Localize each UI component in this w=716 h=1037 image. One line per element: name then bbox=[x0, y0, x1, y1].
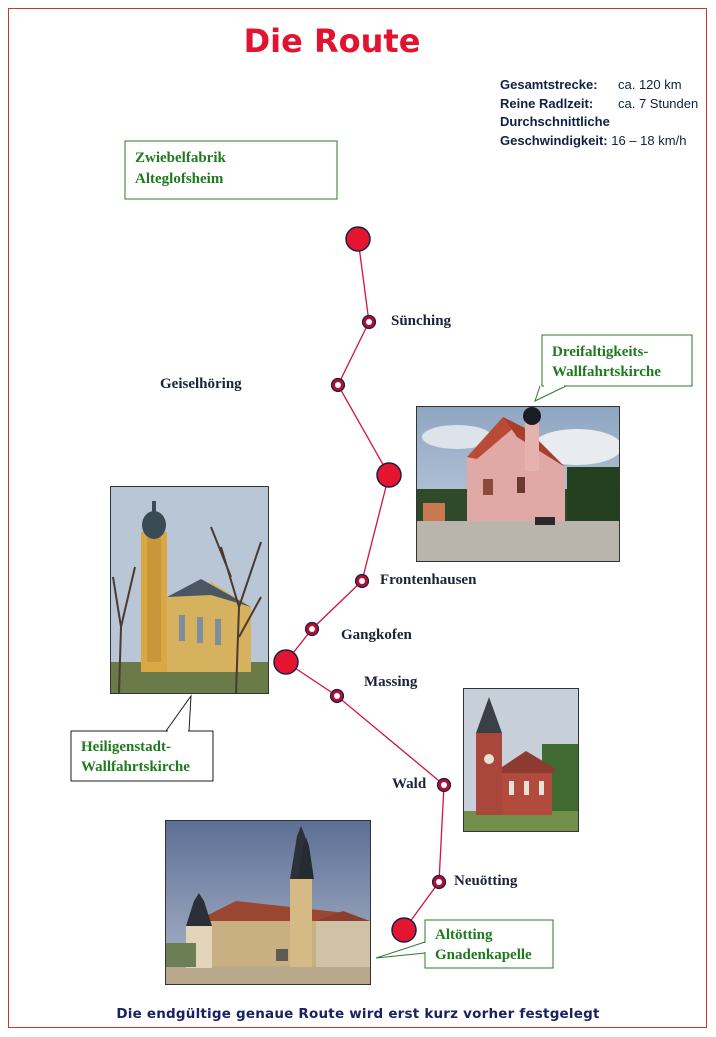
stat-avg-speed: Geschwindigkeit: 16 – 18 km/h bbox=[500, 132, 698, 151]
photo-wald-church bbox=[463, 688, 579, 832]
stat-total-label: Gesamtstrecke: bbox=[500, 77, 598, 92]
stop-altoetting-marker bbox=[391, 917, 417, 943]
callout-heiligenstadt: Heiligenstadt- Wallfahrtskirche bbox=[70, 694, 214, 782]
callout-dreifaltigkeit: Dreifaltigkeits- Wallfahrtskirche bbox=[534, 334, 693, 402]
stat-ride-label: Reine Radlzeit: bbox=[500, 95, 594, 111]
town-stop-marker bbox=[431, 874, 447, 890]
callout-altoetting-line2: Gnadenkapelle bbox=[435, 947, 532, 963]
callout-altoetting: Altötting Gnadenkapelle bbox=[375, 919, 554, 969]
stat-total-value: ca. 120 km bbox=[618, 77, 682, 92]
town-stop-marker bbox=[330, 377, 346, 393]
town-stop-marker bbox=[436, 777, 452, 793]
town-label-neuoetting: Neuötting bbox=[454, 873, 518, 889]
stop-heiligenstadt-marker bbox=[273, 649, 299, 675]
town-label-suenching: Sünching bbox=[391, 313, 452, 329]
stat-avg-label-1: Durchschnittliche bbox=[500, 114, 610, 129]
callout-start: Zwiebelfabrik Alteglofsheim bbox=[124, 140, 338, 200]
stop-dreifaltigkeit-marker bbox=[376, 462, 402, 488]
stat-total-distance: Gesamtstrecke: ca. 120 km bbox=[500, 76, 698, 95]
photo-dreifaltigkeit-church bbox=[416, 406, 620, 562]
callout-dreifaltigkeit-line2: Wallfahrtskirche bbox=[552, 364, 661, 380]
town-stop-marker bbox=[361, 314, 377, 330]
footer-note: Die endgültige genaue Route wird erst ku… bbox=[116, 1006, 600, 1022]
town-label-massing: Massing bbox=[364, 674, 418, 690]
stat-ride-time: Reine Radlzeit: ca. 7 Stunden bbox=[500, 95, 698, 114]
callout-start-line2: Alteglofsheim bbox=[135, 171, 224, 187]
photo-altoetting bbox=[165, 820, 371, 985]
callout-start-line1: Zwiebelfabrik bbox=[135, 150, 226, 166]
page-title: Die Route bbox=[243, 22, 421, 60]
stat-ride-value: ca. 7 Stunden bbox=[618, 95, 699, 111]
stat-avg-value: 16 – 18 km/h bbox=[611, 132, 687, 148]
callout-heiligenstadt-line2: Wallfahrtskirche bbox=[81, 759, 190, 775]
callout-altoetting-line1: Altötting bbox=[435, 927, 493, 943]
route-stats: Gesamtstrecke: ca. 120 km Reine Radlzeit:… bbox=[500, 76, 698, 150]
stat-avg-label-2: Geschwindigkeit: bbox=[500, 132, 608, 148]
town-label-wald: Wald bbox=[392, 776, 427, 792]
town-label-frontenhausen: Frontenhausen bbox=[380, 572, 477, 588]
page-frame bbox=[8, 8, 707, 1028]
callout-heiligenstadt-line1: Heiligenstadt- bbox=[81, 739, 171, 755]
photo-heiligenstadt-church bbox=[110, 486, 269, 694]
town-label-geiselhoering: Geiselhöring bbox=[160, 376, 242, 392]
stat-avg-speed-label-row: Durchschnittliche bbox=[500, 113, 698, 132]
stop-start-marker bbox=[345, 226, 371, 252]
town-label-gangkofen: Gangkofen bbox=[341, 627, 412, 643]
callout-dreifaltigkeit-line1: Dreifaltigkeits- bbox=[552, 344, 648, 360]
town-stop-marker bbox=[354, 573, 370, 589]
town-stop-marker bbox=[304, 621, 320, 637]
town-stop-marker bbox=[329, 688, 345, 704]
